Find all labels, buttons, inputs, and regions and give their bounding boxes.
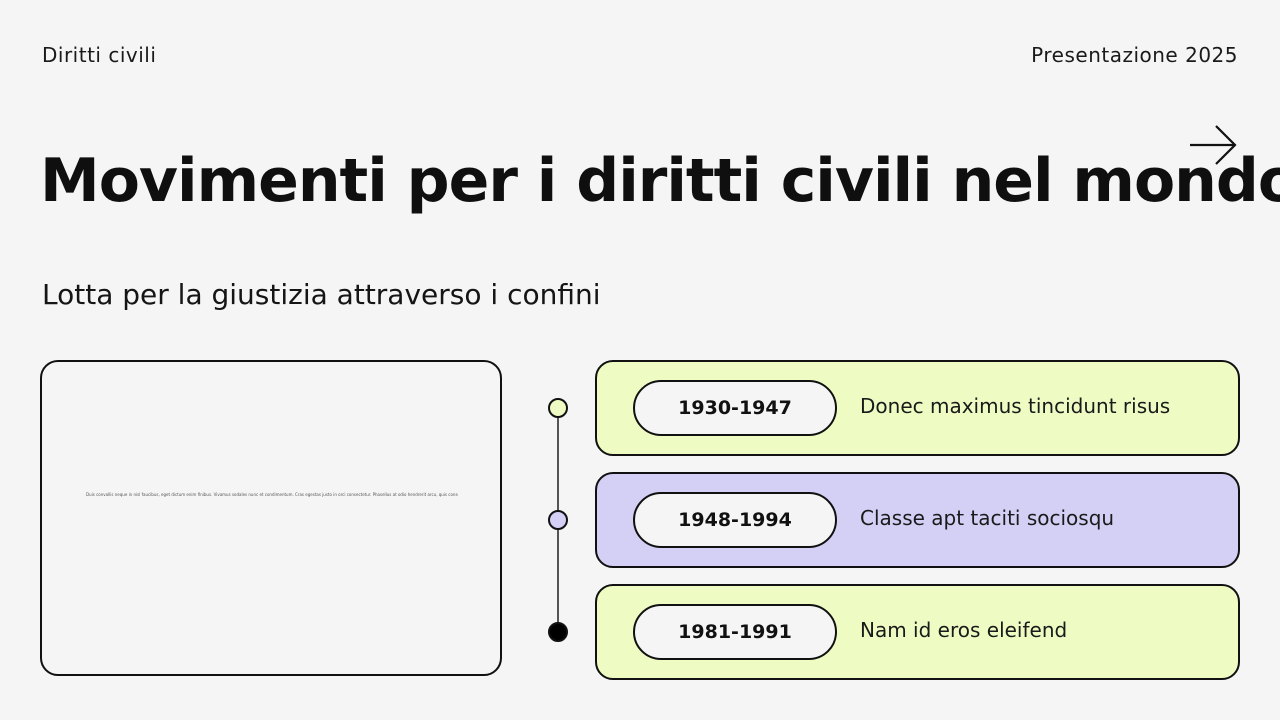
section-label: Diritti civili — [42, 43, 157, 67]
timeline-card-text: Classe apt taciti sociosqu — [860, 506, 1115, 530]
period-pill: 1930-1947 — [633, 380, 837, 436]
period-pill: 1948-1994 — [633, 492, 837, 548]
image-placeholder: Duis convallis neque in nisl faucibus, e… — [40, 360, 502, 676]
timeline-card: 1930-1947 Donec maximus tincidunt risus — [595, 360, 1240, 456]
timeline-card-text: Donec maximus tincidunt risus — [860, 394, 1171, 418]
timeline-dot — [548, 510, 568, 530]
period-pill: 1981-1991 — [633, 604, 837, 660]
image-placeholder-caption: Duis convallis neque in nisl faucibus, e… — [86, 492, 458, 497]
timeline-card: 1981-1991 Nam id eros eleifend — [595, 584, 1240, 680]
arrow-right-icon[interactable] — [1188, 124, 1238, 166]
timeline-dot — [548, 398, 568, 418]
timeline-card-text: Nam id eros eleifend — [860, 618, 1068, 642]
presentation-label: Presentazione 2025 — [1031, 43, 1238, 67]
timeline-dot — [548, 622, 568, 642]
timeline-card: 1948-1994 Classe apt taciti sociosqu — [595, 472, 1240, 568]
page-subtitle: Lotta per la giustizia attraverso i conf… — [42, 278, 601, 311]
page-title: Movimenti per i diritti civili nel mondo — [40, 146, 1280, 216]
